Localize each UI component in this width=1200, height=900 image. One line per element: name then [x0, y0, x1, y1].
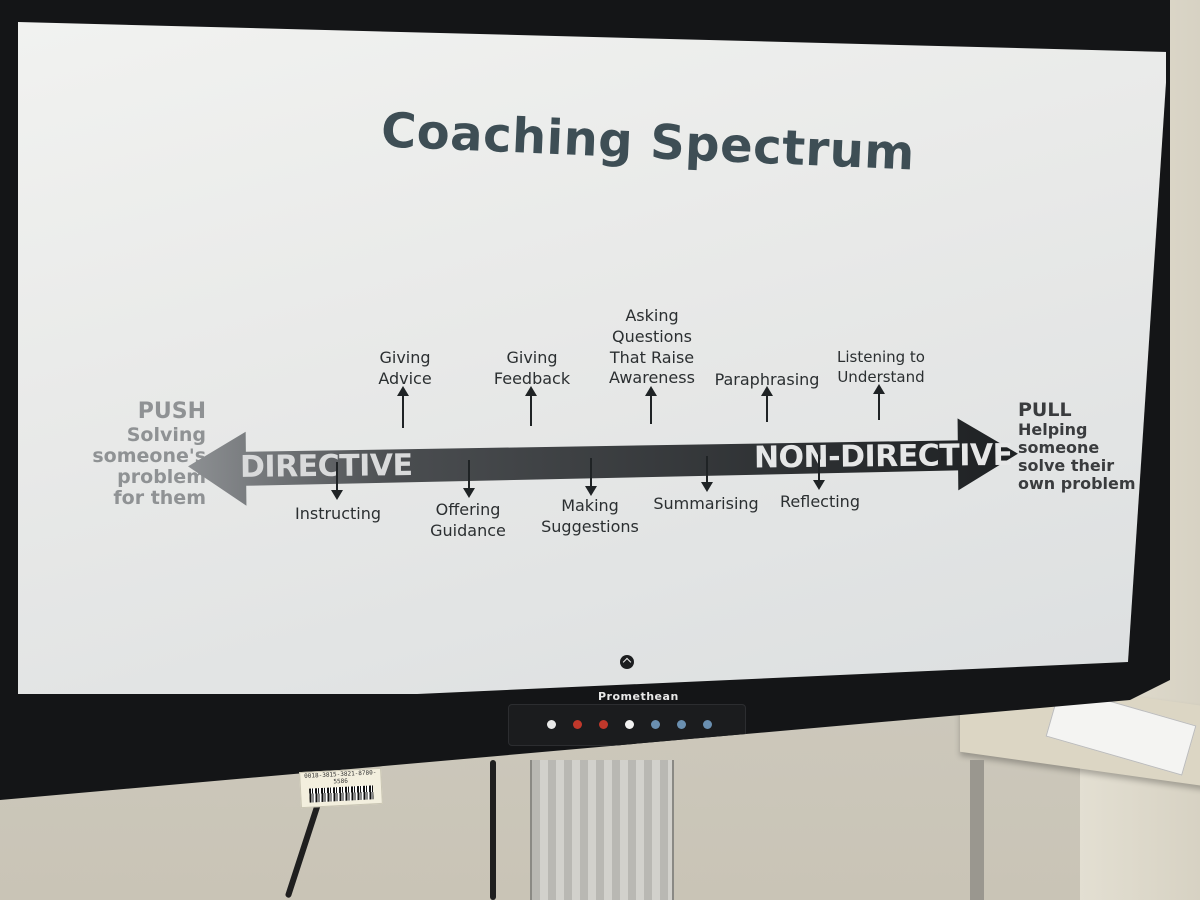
- push-heading: PUSH: [137, 399, 206, 424]
- term-line: Guidance: [430, 520, 506, 540]
- term-line: Asking: [625, 306, 679, 325]
- tick-arrow-up: [397, 386, 409, 428]
- volume-down-icon[interactable]: [573, 720, 582, 729]
- term-asking-questions: Asking Questions That Raise Awareness: [600, 306, 704, 389]
- term-line: Feedback: [493, 368, 571, 388]
- term-instructing: Instructing: [288, 504, 388, 525]
- pull-line: someone: [1018, 438, 1100, 458]
- term-line: Questions: [612, 326, 692, 346]
- tick-arrow-up: [645, 386, 657, 424]
- cable: [490, 760, 496, 900]
- barcode: [308, 785, 374, 803]
- spectrum-diagram: DIRECTIVE NON-DIRECTIVE: [187, 398, 1028, 527]
- term-line: Suggestions: [541, 516, 639, 536]
- arrow-shape: [188, 418, 1018, 506]
- term-line: Awareness: [609, 368, 695, 388]
- pull-label-block: PULL Helping someone solve their own pro…: [1018, 399, 1148, 493]
- power-icon[interactable]: [547, 720, 556, 729]
- sticker-text: 0018-3815-3821-8780-5586: [304, 769, 377, 786]
- term-line: Understand: [837, 367, 925, 386]
- pull-heading: PULL: [1018, 399, 1072, 421]
- volume-up-icon[interactable]: [599, 720, 608, 729]
- term-offering-guidance: Offering Guidance: [420, 500, 516, 542]
- pull-line: solve their: [1018, 456, 1115, 476]
- interactive-display: Coaching Spectrum PUSH Solving someone's…: [0, 0, 1170, 800]
- term-reflecting: Reflecting: [774, 492, 866, 513]
- tick-arrow-up: [525, 386, 537, 426]
- pen-icon[interactable]: [625, 720, 634, 729]
- table-leg: [970, 760, 984, 900]
- slide-title: Coaching Spectrum: [379, 102, 917, 182]
- term-listening: Listening to Understand: [826, 348, 936, 387]
- brand-logo: Promethean: [598, 690, 679, 703]
- push-line: someone's: [92, 444, 206, 467]
- term-line: Paraphrasing: [714, 370, 820, 389]
- term-line: That Raise: [609, 347, 695, 367]
- term-line: Instructing: [295, 504, 381, 523]
- push-line: for them: [113, 487, 206, 510]
- tick-arrow-up: [873, 384, 885, 420]
- serial-sticker: 0018-3815-3821-8780-5586: [299, 767, 383, 809]
- term-line: Giving: [506, 348, 558, 367]
- term-line: Reflecting: [780, 492, 860, 511]
- non-directive-label: NON-DIRECTIVE: [753, 437, 1013, 476]
- monitor-stand: [530, 760, 674, 900]
- double-arrow: [188, 418, 1018, 506]
- push-label-block: PUSH Solving someone's problem for them: [46, 399, 206, 510]
- cable: [284, 801, 322, 899]
- term-giving-feedback: Giving Feedback: [484, 348, 580, 390]
- settings-icon[interactable]: [651, 720, 660, 729]
- term-line: Offering: [435, 500, 501, 519]
- pull-line: Helping: [1018, 420, 1088, 440]
- pull-line: own problem: [1018, 473, 1136, 493]
- term-line: Giving: [379, 348, 431, 367]
- control-panel: [508, 704, 746, 746]
- tick-arrow-down: [331, 462, 343, 500]
- tick-arrow-up: [761, 386, 773, 422]
- push-line: problem: [117, 466, 206, 489]
- push-line: Solving: [126, 423, 206, 446]
- display-screen: Coaching Spectrum PUSH Solving someone's…: [18, 22, 1166, 694]
- tick-arrow-down: [585, 458, 597, 496]
- term-line: Listening to: [837, 348, 925, 366]
- term-line: Making: [561, 496, 619, 515]
- term-making-suggestions: Making Suggestions: [538, 496, 642, 538]
- hand-icon[interactable]: [677, 720, 686, 729]
- tick-arrow-down: [813, 454, 825, 490]
- term-line: Summarising: [653, 494, 759, 513]
- term-line: Advice: [378, 368, 432, 388]
- term-summarising: Summarising: [650, 494, 762, 515]
- term-giving-advice: Giving Advice: [360, 348, 450, 390]
- term-paraphrasing: Paraphrasing: [710, 370, 824, 391]
- chevron-up-icon[interactable]: [620, 655, 634, 669]
- freeze-icon[interactable]: [703, 720, 712, 729]
- tick-arrow-down: [701, 456, 713, 492]
- tick-arrow-down: [463, 460, 475, 498]
- directive-label: DIRECTIVE: [239, 448, 413, 485]
